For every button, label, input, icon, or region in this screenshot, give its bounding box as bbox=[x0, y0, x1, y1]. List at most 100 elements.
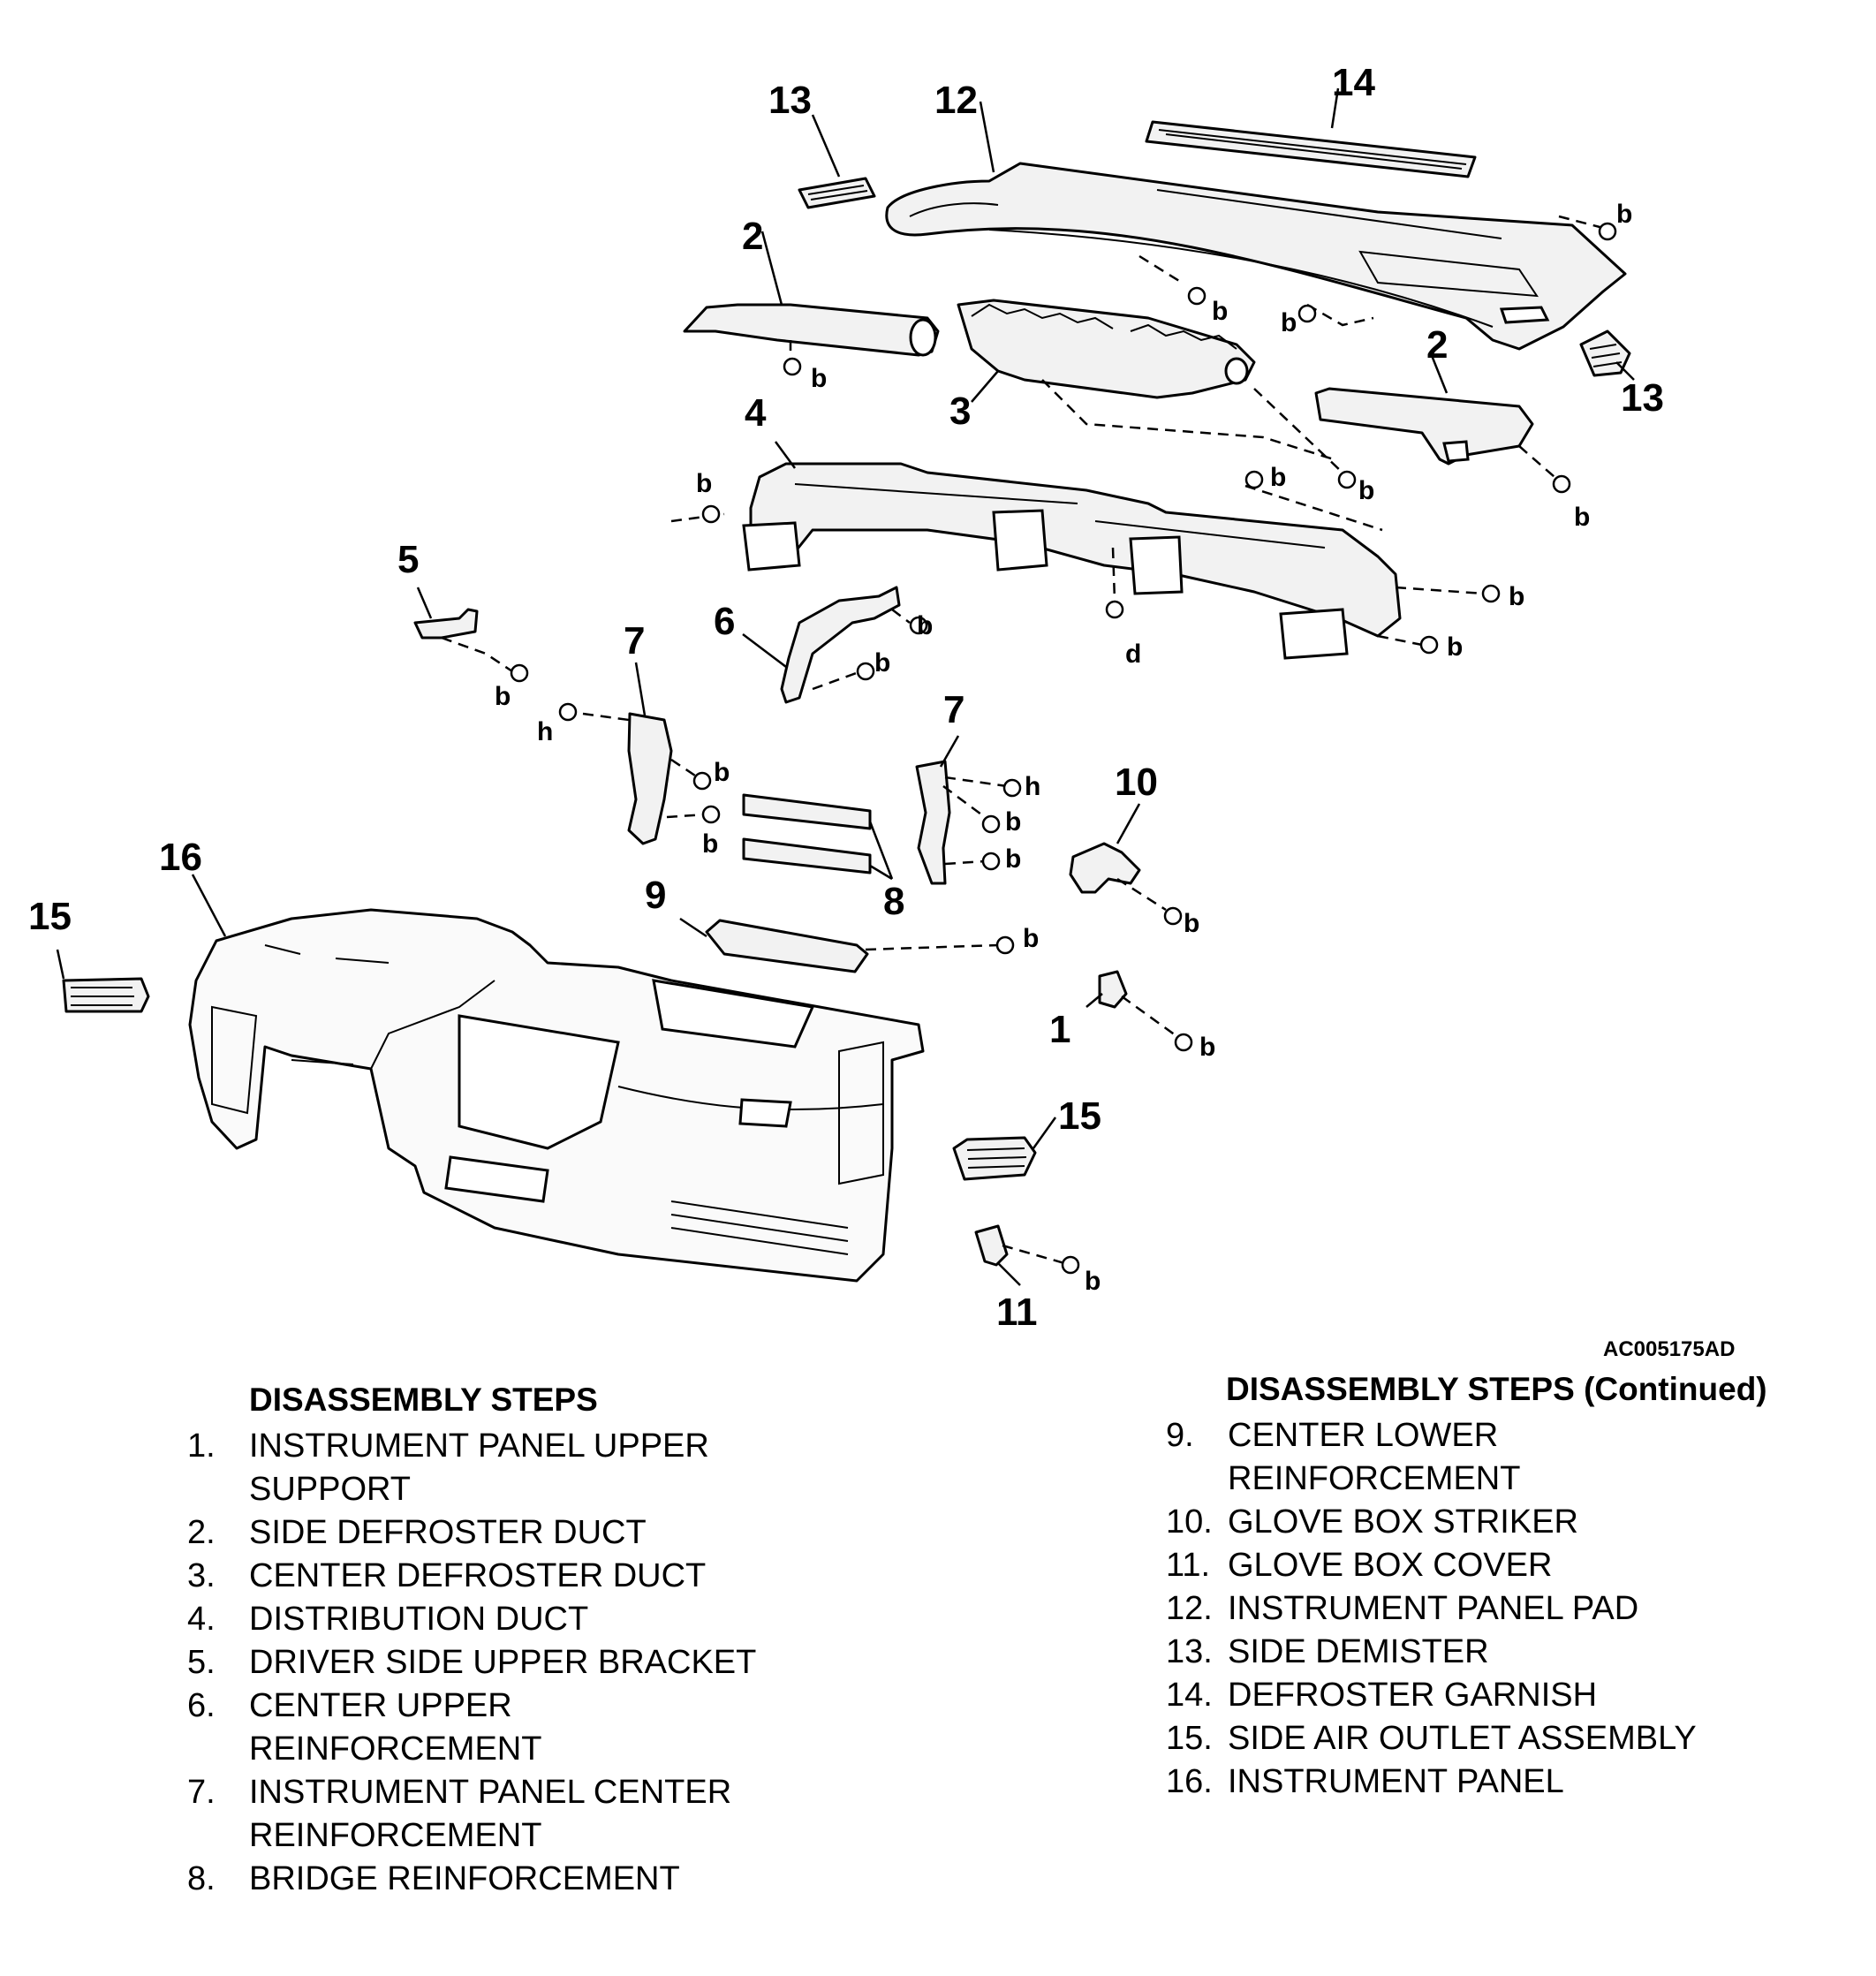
fastener-b: b bbox=[1509, 582, 1524, 611]
side-defroster-duct-left-part bbox=[683, 303, 940, 357]
callout-11: 11 bbox=[996, 1291, 1038, 1334]
fastener-b: b bbox=[874, 648, 890, 678]
step-item: 7. INSTRUMENT PANEL CENTER REINFORCEMENT bbox=[187, 1771, 859, 1858]
fastener-b: b bbox=[1616, 200, 1632, 229]
fastener-b: b bbox=[1270, 463, 1286, 492]
center-reinforcement-left-part bbox=[627, 712, 673, 845]
bolts bbox=[510, 222, 1617, 1275]
step-number: 5. bbox=[187, 1644, 216, 1681]
callout-13-right: 13 bbox=[1621, 376, 1664, 420]
step-number: 14. bbox=[1166, 1677, 1213, 1714]
step-item: 6. CENTER UPPER REINFORCEMENT bbox=[187, 1685, 859, 1771]
callout-4: 4 bbox=[745, 391, 767, 435]
callout-6: 6 bbox=[714, 600, 735, 643]
step-item: 3.CENTER DEFROSTER DUCT bbox=[187, 1555, 859, 1598]
step-text: SIDE DEMISTER bbox=[1228, 1633, 1489, 1670]
step-text: GLOVE BOX STRIKER bbox=[1228, 1503, 1578, 1541]
step-item: 16.INSTRUMENT PANEL bbox=[1166, 1760, 1864, 1804]
fastener-b: b bbox=[696, 469, 712, 498]
center-reinforcement-right-part bbox=[915, 760, 951, 885]
callout-15-left: 15 bbox=[28, 895, 72, 938]
side-air-outlet-right-part bbox=[952, 1136, 1037, 1181]
step-number: 15. bbox=[1166, 1720, 1213, 1757]
step-text: BRIDGE REINFORCEMENT bbox=[249, 1860, 680, 1897]
fastener-b: b bbox=[1023, 924, 1039, 953]
figure-code: AC005175AD bbox=[1603, 1337, 1735, 1360]
center-defroster-duct-part bbox=[957, 299, 1256, 399]
step-number: 7. bbox=[187, 1774, 216, 1811]
step-number: 16. bbox=[1166, 1763, 1213, 1800]
step-item: 8. BRIDGE REINFORCEMENT bbox=[187, 1858, 859, 1901]
fastener-b: b bbox=[714, 758, 730, 787]
step-text: CENTER LOWER REINFORCEMENT bbox=[1228, 1417, 1521, 1497]
exploded-view-diagram: 1 2 2 3 4 5 6 7 7 8 9 10 11 12 13 13 14 … bbox=[28, 61, 1735, 1360]
instrument-panel-upper-support-part bbox=[1098, 970, 1128, 1009]
distribution-duct-part bbox=[742, 462, 1402, 660]
step-number: 11. bbox=[1166, 1547, 1211, 1584]
callout-15-right: 15 bbox=[1058, 1094, 1101, 1138]
fastener-b: b bbox=[1212, 297, 1228, 326]
fastener-b: b bbox=[495, 682, 511, 711]
step-text: DEFROSTER GARNISH bbox=[1228, 1677, 1598, 1714]
callout-12: 12 bbox=[934, 79, 978, 122]
step-item: 4.DISTRIBUTION DUCT bbox=[187, 1598, 859, 1641]
callout-13-left: 13 bbox=[768, 79, 812, 122]
step-item: 2. SIDE DEFROSTER DUCT bbox=[187, 1511, 859, 1555]
step-item: 5.DRIVER SIDE UPPER BRACKET bbox=[187, 1641, 859, 1685]
fastener-b: b bbox=[1574, 503, 1590, 532]
instrument-panel-part bbox=[188, 908, 925, 1283]
fastener-b: b bbox=[811, 364, 827, 393]
step-text: SIDE DEFROSTER DUCT bbox=[249, 1514, 647, 1551]
fastener-b: b bbox=[1281, 308, 1297, 337]
defroster-garnish-part bbox=[1145, 120, 1477, 178]
callout-3: 3 bbox=[949, 390, 971, 433]
step-text: INSTRUMENT PANEL UPPER SUPPORT bbox=[249, 1427, 709, 1508]
step-number: 4. bbox=[187, 1601, 216, 1638]
center-upper-reinforcement-part bbox=[780, 586, 901, 704]
fastener-lines bbox=[441, 215, 1604, 1265]
fastener-b: b bbox=[702, 829, 718, 859]
disassembly-steps-right: DISASSEMBLY STEPS (Continued) 9. CENTER L… bbox=[1166, 1367, 1864, 1804]
step-item: 9. CENTER LOWER REINFORCEMENT bbox=[1166, 1414, 1864, 1501]
step-text: INSTRUMENT PANEL CENTER REINFORCEMENT bbox=[249, 1774, 732, 1854]
step-number: 9. bbox=[1166, 1417, 1194, 1454]
step-item: 14. DEFROSTER GARNISH bbox=[1166, 1674, 1864, 1717]
steps-heading: DISASSEMBLY STEPS bbox=[249, 1382, 598, 1418]
step-text: SIDE AIR OUTLET ASSEMBLY bbox=[1228, 1720, 1697, 1757]
callout-14: 14 bbox=[1332, 61, 1375, 104]
fastener-b: b bbox=[1005, 807, 1021, 837]
fastener-labels: b b b b b b b b b b d b b b h b b h b b … bbox=[495, 200, 1632, 1296]
fastener-b: b bbox=[1447, 632, 1463, 662]
fastener-b: b bbox=[1005, 844, 1021, 874]
step-text: CENTER DEFROSTER DUCT bbox=[249, 1557, 707, 1594]
step-number: 12. bbox=[1166, 1590, 1213, 1627]
driver-side-upper-bracket-part bbox=[413, 608, 479, 640]
fastener-h: h bbox=[1025, 772, 1040, 801]
step-number: 10. bbox=[1166, 1503, 1213, 1541]
callout-7-left: 7 bbox=[624, 619, 645, 662]
leader-lines bbox=[56, 87, 1635, 1286]
step-item: 11. GLOVE BOX COVER bbox=[1166, 1544, 1864, 1587]
fastener-d: d bbox=[1125, 640, 1141, 669]
step-text: CENTER UPPER REINFORCEMENT bbox=[249, 1687, 542, 1768]
callout-9: 9 bbox=[645, 874, 666, 917]
step-number: 8. bbox=[187, 1860, 216, 1897]
step-number: 6. bbox=[187, 1687, 216, 1724]
fastener-b: b bbox=[1184, 909, 1199, 938]
callout-1: 1 bbox=[1049, 1008, 1070, 1051]
steps-heading-continued: DISASSEMBLY STEPS (Continued) bbox=[1226, 1371, 1767, 1407]
step-number: 1. bbox=[187, 1427, 216, 1465]
fastener-h: h bbox=[537, 717, 553, 746]
callout-5: 5 bbox=[397, 538, 419, 581]
fastener-b: b bbox=[917, 611, 933, 640]
step-item: 15. SIDE AIR OUTLET ASSEMBLY bbox=[1166, 1717, 1864, 1760]
instrument-panel-pad-part bbox=[885, 162, 1627, 351]
step-number: 2. bbox=[187, 1514, 216, 1551]
callout-8: 8 bbox=[883, 880, 904, 923]
step-item: 1. INSTRUMENT PANEL UPPER SUPPORT bbox=[187, 1425, 859, 1511]
callout-7-right: 7 bbox=[943, 688, 964, 731]
callout-16: 16 bbox=[159, 836, 202, 879]
step-text: GLOVE BOX COVER bbox=[1228, 1547, 1553, 1584]
glove-box-striker-part bbox=[1069, 842, 1141, 894]
side-defroster-duct-right-part bbox=[1314, 387, 1534, 466]
